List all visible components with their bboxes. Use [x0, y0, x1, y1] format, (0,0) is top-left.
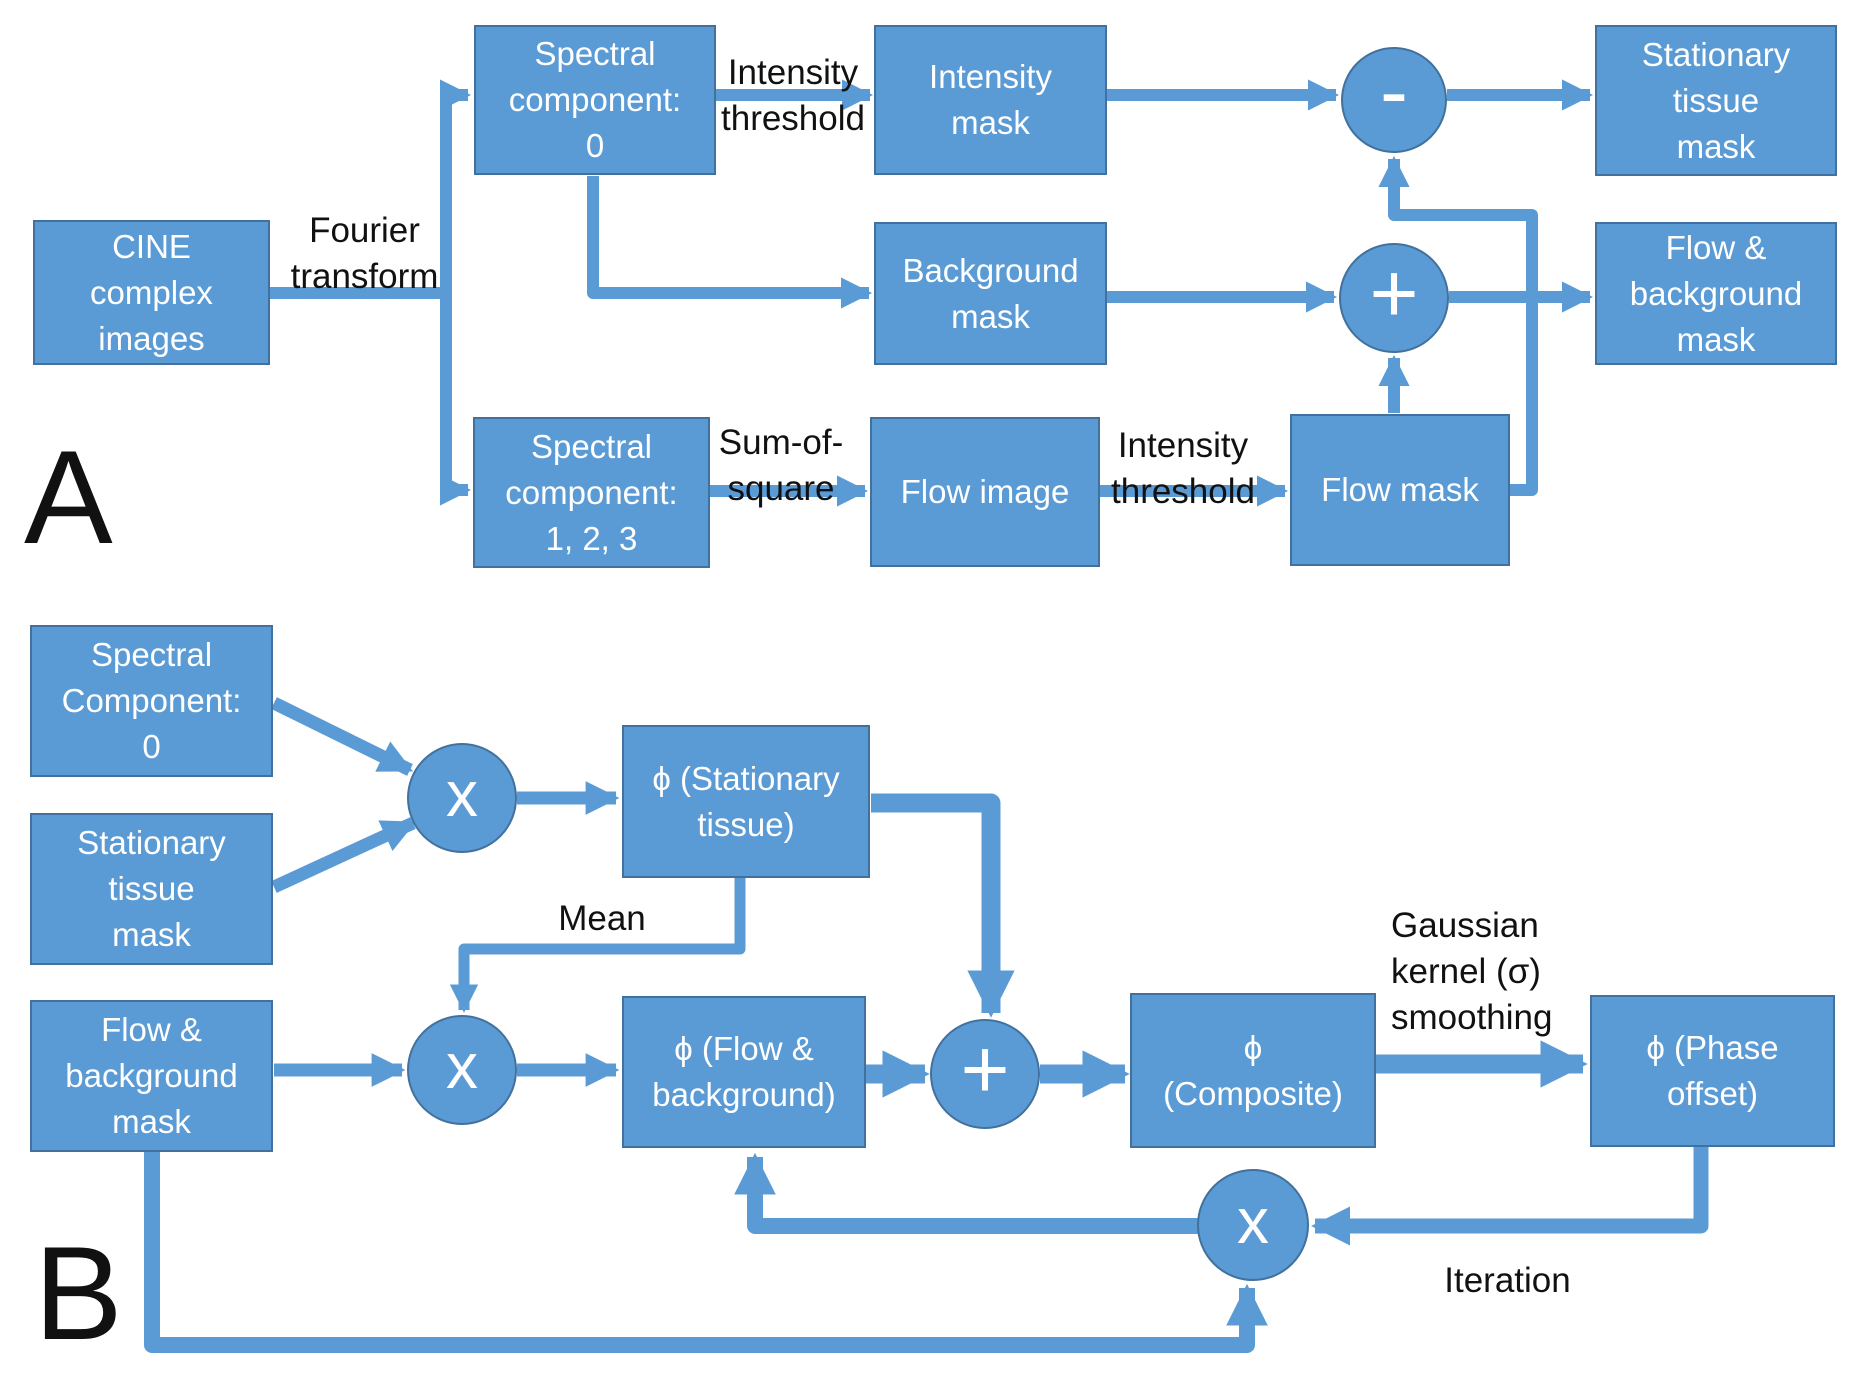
connector-flow-background-mask-to-multiply3	[144, 1152, 1268, 1353]
node-phi-phase-offset-label: ϕ (Phase offset)	[1646, 1029, 1779, 1112]
connector-phi-phase-offset-to-multiply3	[1311, 1147, 1709, 1246]
connector-spectral0-to-background-mask	[587, 176, 873, 309]
operator-plus-b-glyph: +	[960, 1022, 1010, 1116]
node-phi-composite: ϕ (Composite)	[1130, 993, 1376, 1148]
edge-label-intensity-threshold-top: Intensity threshold	[721, 53, 865, 138]
operator-minus-node: -	[1341, 47, 1447, 153]
node-background-mask: Background mask	[874, 222, 1107, 365]
node-cine-complex-images: CINE complex images	[33, 220, 270, 365]
panel-b-label: B	[34, 1220, 123, 1368]
connector-mean-to-multiply2	[449, 878, 746, 1013]
node-spectral-component-0-b: Spectral Component: 0	[30, 625, 273, 777]
node-spectral-component-0-b-label: Spectral Component: 0	[61, 636, 242, 765]
edge-label-intensity-threshold-bottom: Intensity threshold	[1111, 426, 1255, 511]
operator-minus-glyph: -	[1380, 44, 1408, 138]
node-flow-mask-label: Flow mask	[1321, 471, 1479, 508]
node-stationary-tissue-mask-b-label: Stationary tissue mask	[77, 824, 226, 953]
node-flow-background-mask-a-label: Flow & background mask	[1629, 228, 1803, 358]
node-flow-image-label: Flow image	[900, 473, 1070, 510]
node-intensity-mask: Intensity mask	[874, 25, 1107, 175]
operator-multiply1-glyph: x	[446, 758, 478, 830]
connector-stationary-mask-to-multiply1	[271, 817, 417, 893]
node-spectral-component-123-label: Spectral component: 1, 2, 3	[505, 427, 678, 557]
operator-multiply1-node: x	[407, 743, 517, 853]
operator-multiply2-glyph: x	[446, 1030, 478, 1102]
edge-label-mean: Mean	[558, 899, 646, 938]
node-flow-background-mask-b: Flow & background mask	[30, 1000, 273, 1152]
edge-label-sum-of-square: Sum-of- square	[718, 423, 844, 508]
connector-branch-to-spectral0	[439, 79, 472, 293]
node-flow-background-mask-b-label: Flow & background mask	[65, 1011, 238, 1140]
node-phi-stationary-tissue: ϕ (Stationary tissue)	[622, 725, 870, 878]
node-flow-mask: Flow mask	[1290, 414, 1510, 566]
connector-branch-to-spectral123	[439, 293, 472, 506]
node-spectral-component-123: Spectral component: 1, 2, 3	[473, 417, 710, 568]
node-phi-flow-background: ϕ (Flow & background)	[622, 996, 866, 1148]
node-phi-flow-background-label: ϕ (Flow & background)	[652, 1030, 836, 1113]
node-stationary-tissue-mask-a-label: Stationary tissue mask	[1641, 35, 1791, 165]
connector-phi-stationary-to-plus	[871, 793, 1015, 1018]
operator-multiply3-glyph: x	[1237, 1185, 1269, 1257]
node-spectral-component-0: Spectral component: 0	[474, 25, 716, 175]
operator-multiply3-node: x	[1197, 1169, 1309, 1281]
node-stationary-tissue-mask-a: Stationary tissue mask	[1595, 25, 1837, 176]
node-flow-background-mask-a: Flow & background mask	[1595, 222, 1837, 365]
node-phi-stationary-tissue-label: ϕ (Stationary tissue)	[652, 759, 840, 843]
operator-plus-a-glyph: +	[1369, 246, 1419, 340]
node-background-mask-label: Background mask	[902, 251, 1079, 335]
edge-label-gaussian-smoothing: Gaussian kernel (σ) smoothing	[1391, 906, 1553, 1037]
operator-multiply2-node: x	[407, 1015, 517, 1125]
operator-plus-node-a: +	[1339, 243, 1449, 353]
node-stationary-tissue-mask-b: Stationary tissue mask	[30, 813, 273, 965]
connector-multiply3-to-phi-flow-background	[734, 1152, 1198, 1234]
node-phi-phase-offset: ϕ (Phase offset)	[1590, 995, 1835, 1147]
node-flow-image: Flow image	[870, 417, 1100, 567]
node-cine-complex-images-label: CINE complex images	[90, 227, 213, 357]
edge-label-iteration: Iteration	[1444, 1261, 1571, 1300]
connector-flow-mask-to-minus	[1378, 155, 1538, 496]
node-phi-composite-label: ϕ (Composite)	[1163, 1028, 1343, 1112]
node-intensity-mask-label: Intensity mask	[929, 58, 1052, 141]
connector-spectral0b-to-multiply1	[271, 697, 414, 776]
operator-plus-node-b: +	[930, 1019, 1040, 1129]
panel-a-label: A	[24, 424, 113, 572]
node-spectral-component-0-label: Spectral component: 0	[508, 35, 682, 164]
edge-label-fourier-transform: Fourier transform	[290, 211, 439, 296]
